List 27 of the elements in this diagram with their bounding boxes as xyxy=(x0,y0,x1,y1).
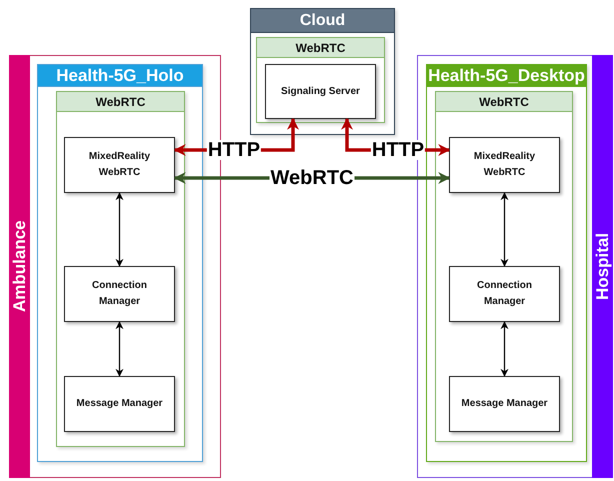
container-frame xyxy=(426,64,587,462)
process-box: Message Manager xyxy=(64,376,175,432)
process-box: Message Manager xyxy=(449,376,560,432)
region-label: Ambulance xyxy=(9,55,30,478)
container-frame xyxy=(256,37,385,123)
container-title: Cloud xyxy=(251,9,394,33)
connector-arrow xyxy=(500,192,508,267)
container-title: Health-5G_Desktop xyxy=(427,65,586,87)
connector-arrow xyxy=(500,321,508,377)
container-frame xyxy=(250,8,395,135)
connector-arrow xyxy=(116,192,124,267)
process-box: Signaling Server xyxy=(265,64,376,119)
container-title: Health-5G_Holo xyxy=(38,65,202,87)
container-frame xyxy=(435,91,573,442)
process-box: MixedReality WebRTC xyxy=(449,137,560,193)
container-title: WebRTC xyxy=(57,92,184,112)
edge-label: HTTP xyxy=(370,140,426,160)
process-box: MixedReality WebRTC xyxy=(64,137,175,193)
process-box: Connection Manager xyxy=(64,266,175,322)
edge-label: HTTP xyxy=(206,140,262,160)
process-box: Connection Manager xyxy=(449,266,560,322)
container-title: WebRTC xyxy=(436,92,572,112)
container-frame xyxy=(37,64,203,462)
connector-arrow xyxy=(116,321,124,377)
region-label: Hospital xyxy=(592,55,613,478)
container-title: WebRTC xyxy=(257,38,384,58)
container-frame xyxy=(56,91,185,447)
